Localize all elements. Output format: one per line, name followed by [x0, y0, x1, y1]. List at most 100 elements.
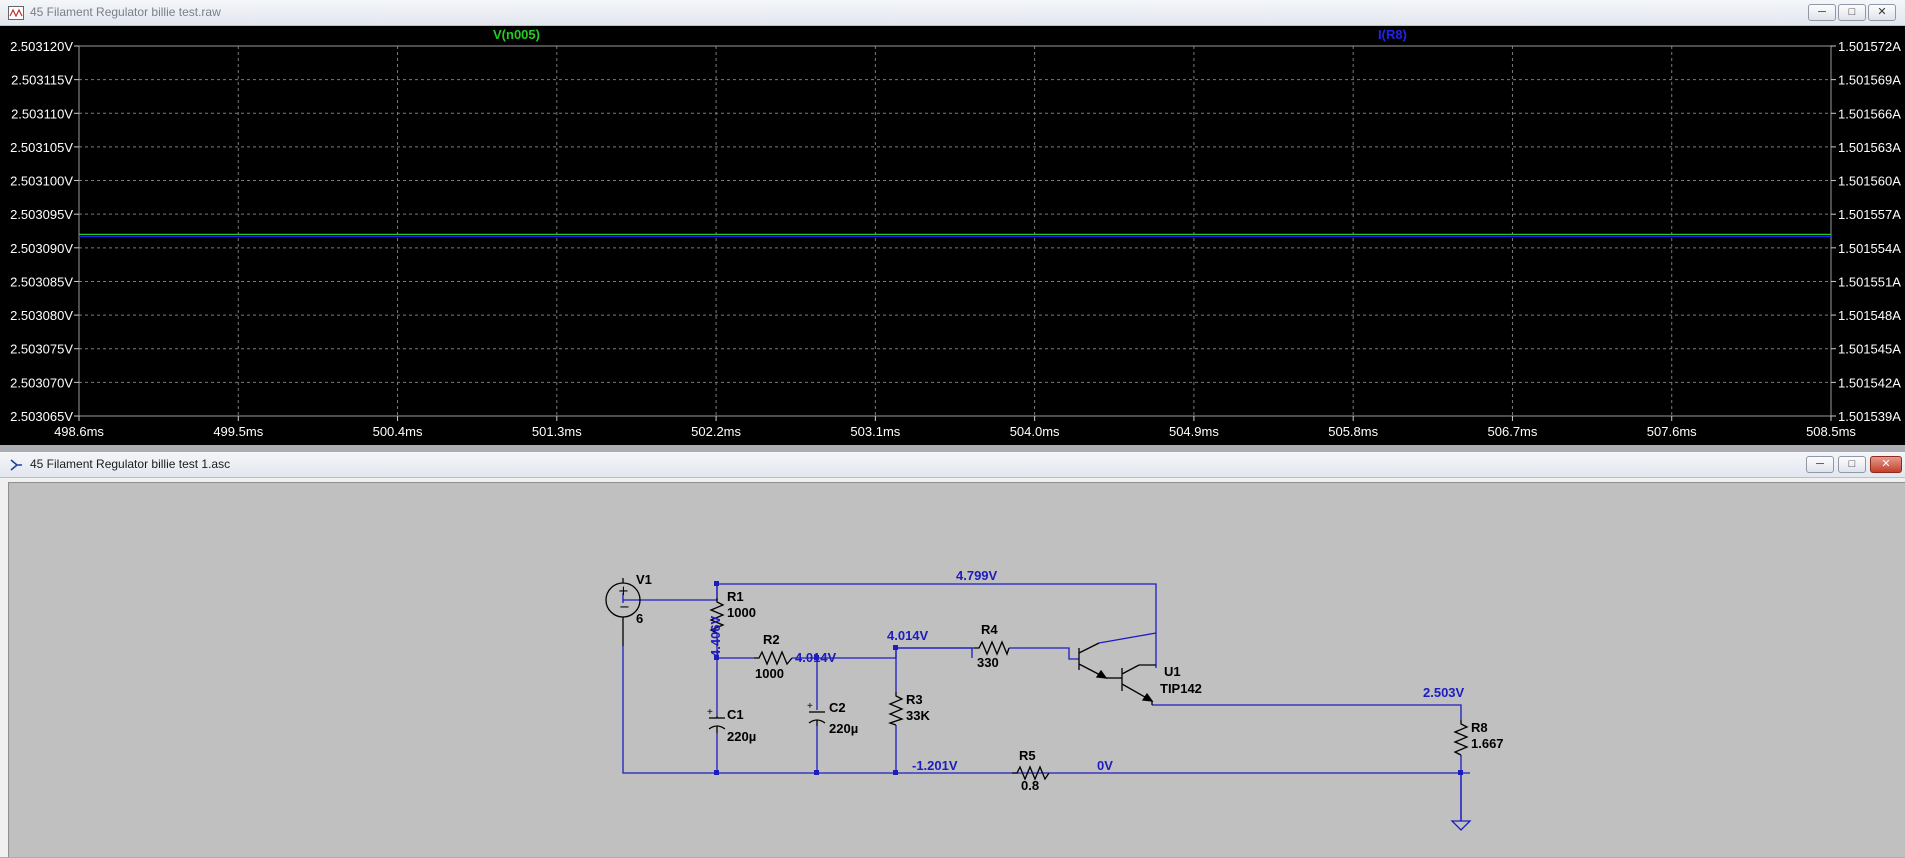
- r8-resistor-icon[interactable]: [1453, 720, 1469, 756]
- c1-value: 220µ: [727, 729, 756, 744]
- x-axis-tick-label: 502.2ms: [691, 424, 741, 439]
- junction-dots: [714, 581, 1463, 775]
- x-axis-tick-label: 498.6ms: [54, 424, 104, 439]
- u1-name: U1: [1164, 664, 1181, 679]
- left-axis-tick-label: 2.503120V: [10, 39, 73, 54]
- close-button[interactable]: ✕: [1870, 456, 1902, 473]
- x-axis-tick-label: 504.0ms: [1010, 424, 1060, 439]
- node-voltage-gnd-return: -1.201V: [912, 758, 958, 773]
- c2-value: 220µ: [829, 721, 858, 736]
- plot-traces: [79, 233, 1831, 238]
- x-axis-tick-label: 500.4ms: [373, 424, 423, 439]
- minimize-button[interactable]: ─: [1806, 456, 1834, 473]
- right-axis-ticks: 1.501572A1.501569A1.501566A1.501563A1.50…: [1831, 39, 1901, 424]
- trace-label-ir8[interactable]: I(R8): [1378, 27, 1407, 42]
- u1-value: TIP142: [1160, 681, 1202, 696]
- right-axis-tick-label: 1.501566A: [1838, 106, 1901, 121]
- u1-transistor-icon[interactable]: [1078, 632, 1157, 705]
- waveform-plot[interactable]: 2.503120V 2.503115V 2.503110V 2.503105V 2.50…: [0, 26, 1905, 445]
- r4-resistor-icon[interactable]: [974, 640, 1010, 656]
- wire-r4-right[interactable]: [1009, 647, 1079, 660]
- waveform-titlebar[interactable]: 45 Filament Regulator billie test.raw ─ …: [0, 0, 1905, 26]
- x-axis-tick-label: 503.1ms: [850, 424, 900, 439]
- schematic-app-icon: [10, 459, 22, 471]
- r1-name: R1: [727, 589, 744, 604]
- r2-name: R2: [763, 632, 780, 647]
- right-axis-tick-label: 1.501557A: [1838, 207, 1901, 222]
- plus-sign-icon: +: [807, 701, 813, 712]
- wire-top-rail[interactable]: [622, 583, 1157, 633]
- right-axis-tick-label: 1.501572A: [1838, 39, 1901, 54]
- node-voltage-r4-left: 4.014V: [887, 628, 929, 643]
- right-axis-tick-label: 1.501560A: [1838, 174, 1901, 189]
- left-axis-tick-label: 2.503085V: [10, 274, 73, 289]
- left-axis-tick-label: 2.503090V: [10, 241, 73, 256]
- c2-name: C2: [829, 700, 846, 715]
- x-axis-ticks: 498.6ms 499.5ms 500.4ms 501.3ms 502.2ms 503.1…: [54, 416, 1856, 439]
- x-axis-tick-label: 507.6ms: [1647, 424, 1697, 439]
- r2-resistor-icon[interactable]: [754, 650, 793, 666]
- wire-ground-return[interactable]: [622, 728, 1470, 774]
- x-axis-tick-label: 505.8ms: [1328, 424, 1378, 439]
- x-axis-tick-label: 501.3ms: [532, 424, 582, 439]
- x-axis-tick-label: 508.5ms: [1806, 424, 1856, 439]
- plus-sign-icon: +: [618, 584, 629, 599]
- left-axis-tick-label: 2.503075V: [10, 342, 73, 357]
- minimize-button[interactable]: ─: [1808, 4, 1836, 21]
- left-axis-tick-label: 2.503100V: [10, 174, 73, 189]
- close-button[interactable]: ✕: [1868, 4, 1896, 21]
- junction: [1458, 770, 1463, 775]
- r1-value: 1000: [727, 605, 756, 620]
- left-axis-tick-label: 2.503070V: [10, 375, 73, 390]
- minus-sign-icon: −: [619, 600, 630, 615]
- left-axis-tick-label: 2.503080V: [10, 308, 73, 323]
- x-axis-tick-label: 499.5ms: [213, 424, 263, 439]
- waveform-window: 45 Filament Regulator billie test.raw ─ …: [0, 0, 1905, 445]
- right-axis-tick-label: 1.501539A: [1838, 409, 1901, 424]
- maximize-button[interactable]: □: [1838, 456, 1866, 473]
- ground-icon: [1450, 820, 1472, 831]
- junction: [714, 770, 719, 775]
- v1-value: 6: [636, 611, 643, 626]
- maximize-button[interactable]: □: [1838, 4, 1866, 21]
- left-axis-tick-label: 2.503065V: [10, 409, 73, 424]
- left-axis-tick-label: 2.503095V: [10, 207, 73, 222]
- left-axis-tick-label: 2.503105V: [10, 140, 73, 155]
- right-axis-tick-label: 1.501551A: [1838, 274, 1901, 289]
- right-axis-tick-label: 1.501548A: [1838, 308, 1901, 323]
- node-voltage-r1-r2: 4.406V: [708, 615, 723, 657]
- v1-source[interactable]: + −: [605, 578, 641, 646]
- r1-resistor-icon[interactable]: [709, 598, 725, 634]
- junction: [714, 581, 719, 586]
- node-voltage-output: 2.503V: [1423, 685, 1465, 700]
- plot-frame: [78, 45, 1832, 417]
- schematic-titlebar[interactable]: 45 Filament Regulator billie test 1.asc …: [0, 452, 1905, 478]
- r5-resistor-icon[interactable]: [1012, 765, 1050, 781]
- r3-value: 33K: [906, 708, 930, 723]
- trace-label-vn005[interactable]: V(n005): [493, 27, 540, 42]
- waveform-app-icon: [8, 6, 24, 20]
- schematic-drawing[interactable]: + − V1 6 R1 1000 R2 1000 R3 33K R4 330: [9, 483, 1905, 858]
- r3-name: R3: [906, 692, 923, 707]
- right-axis-tick-label: 1.501554A: [1838, 241, 1901, 256]
- r4-value: 330: [977, 655, 999, 670]
- wire-output[interactable]: [1152, 704, 1462, 720]
- node-voltage-c2: 4.014V: [795, 650, 837, 665]
- c1-name: C1: [727, 707, 744, 722]
- r3-resistor-icon[interactable]: [887, 692, 904, 726]
- c2-capacitor-icon[interactable]: [808, 711, 826, 726]
- right-axis-tick-label: 1.501569A: [1838, 73, 1901, 88]
- r2-value: 1000: [755, 666, 784, 681]
- junction: [814, 770, 819, 775]
- junction: [814, 655, 819, 660]
- plus-sign-icon: +: [707, 707, 713, 718]
- right-axis-tick-label: 1.501545A: [1838, 342, 1901, 357]
- left-axis-tick-label: 2.503115V: [11, 73, 73, 88]
- v1-name: V1: [636, 572, 652, 587]
- node-voltage-top-rail: 4.799V: [956, 568, 998, 583]
- x-axis-tick-label: 506.7ms: [1488, 424, 1538, 439]
- r4-name: R4: [981, 622, 998, 637]
- c1-capacitor-icon[interactable]: [708, 716, 726, 733]
- schematic-canvas[interactable]: + − V1 6 R1 1000 R2 1000 R3 33K R4 330: [8, 482, 1905, 857]
- left-axis-tick-label: 2.503110V: [11, 106, 73, 121]
